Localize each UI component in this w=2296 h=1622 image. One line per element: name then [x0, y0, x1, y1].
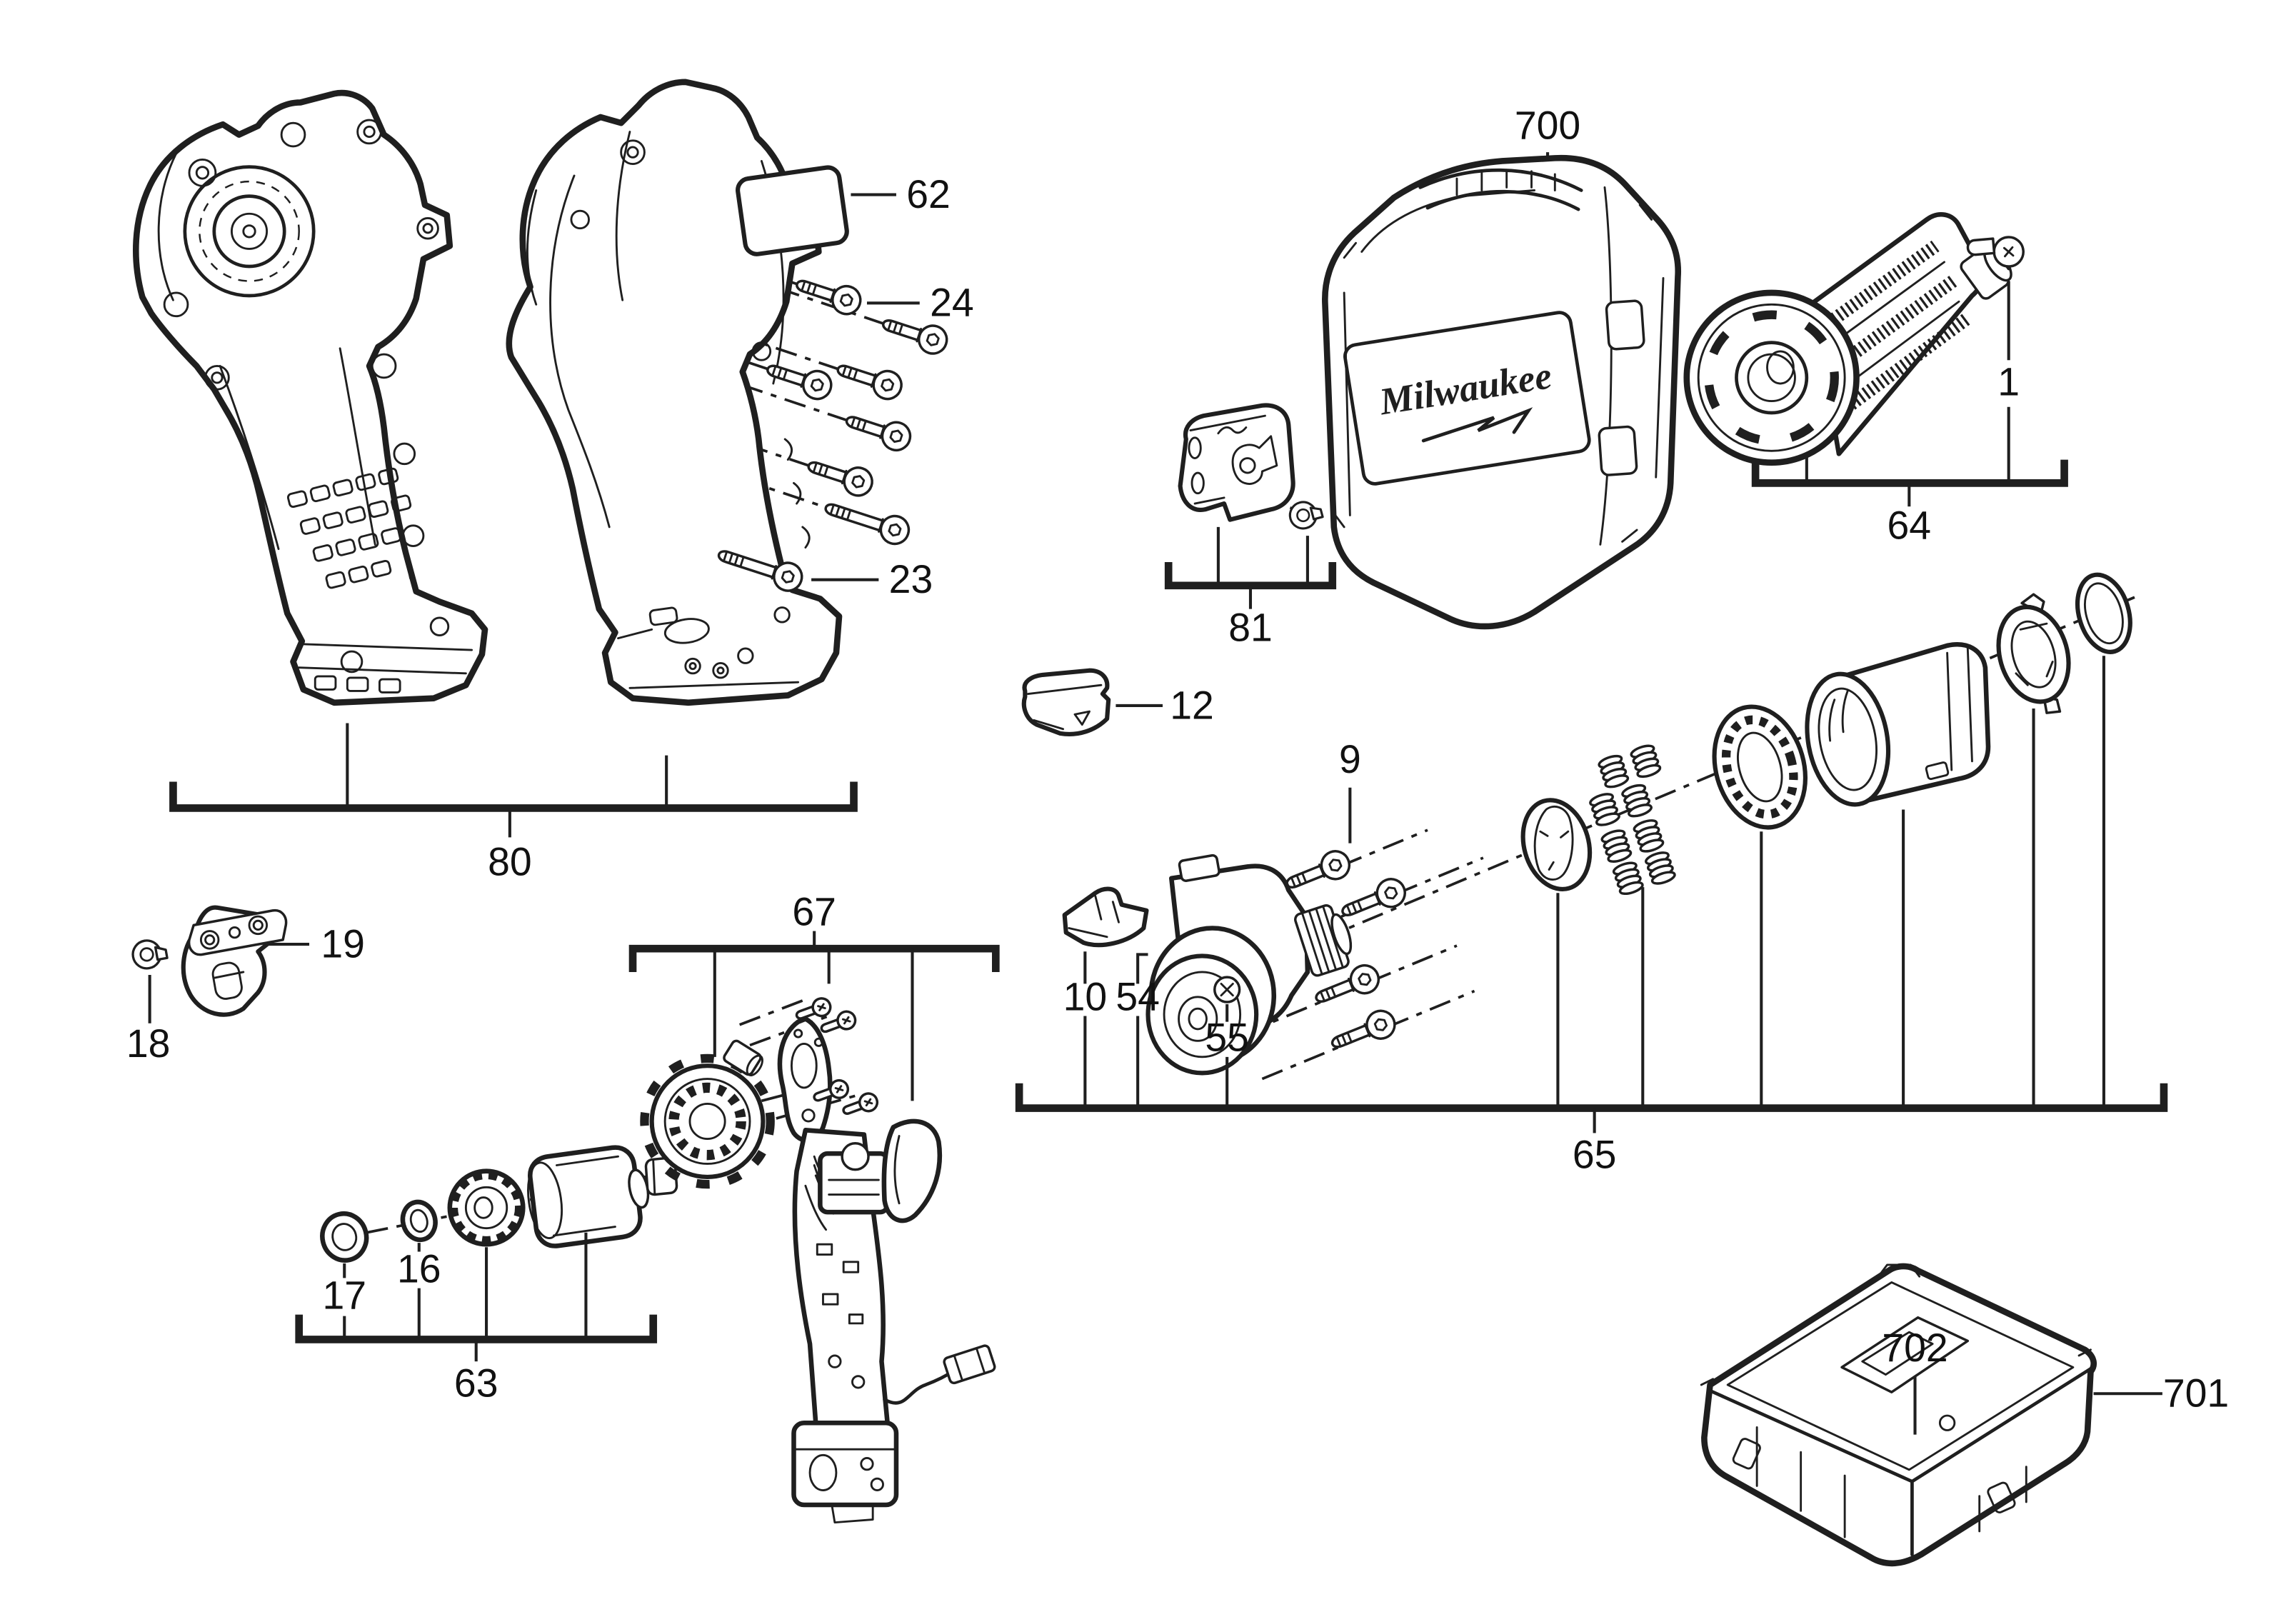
motor-stator — [640, 1039, 775, 1189]
part-label-16: 16 — [397, 1246, 441, 1291]
bit-holder-81 — [1178, 403, 1295, 522]
clutch-springs — [1588, 742, 1678, 898]
motor-group-67: 67 — [628, 889, 1000, 1524]
bracket-67 — [628, 931, 1000, 1101]
screw-9-icon — [1325, 1005, 1400, 1058]
part-label-54: 54 — [1116, 974, 1160, 1018]
part-label-80: 80 — [488, 840, 532, 884]
part-label-9: 9 — [1339, 737, 1361, 781]
screw-23-icon — [820, 493, 914, 549]
screw-81-icon — [1285, 496, 1326, 533]
part-label-23: 23 — [889, 557, 933, 601]
motor-plate — [777, 1016, 833, 1143]
retaining-plate — [1996, 593, 2071, 714]
part-label-1: 1 — [1997, 359, 2020, 404]
selector-clip-10 — [1062, 886, 1149, 948]
stack-box — [1700, 1263, 2097, 1567]
part-label-55: 55 — [1205, 1016, 1249, 1060]
ring-16 — [400, 1199, 438, 1243]
chuck-group-64: 1 64 — [1683, 212, 2068, 547]
accessory-group-81: 81 — [1164, 403, 1337, 650]
housing-group-80: 62 24 23 80 — [133, 79, 974, 884]
gearbox-54 — [1146, 853, 1353, 1076]
chuck — [1683, 212, 2017, 466]
case-group-700: 700 Milwaukee — [1322, 104, 1682, 630]
part-label-18: 18 — [126, 1021, 171, 1066]
part-label-10: 10 — [1063, 974, 1108, 1018]
part-label-17: 17 — [322, 1273, 366, 1317]
leader-1 — [1805, 281, 2010, 484]
leader-gear — [485, 1232, 588, 1340]
gear-wheel — [447, 1168, 526, 1247]
part-label-702: 702 — [1882, 1326, 1947, 1370]
gear-group-63: 17 16 63 — [295, 1145, 678, 1405]
part-label-700: 700 — [1515, 104, 1580, 148]
screw-18-icon — [129, 936, 170, 972]
belt-clip-group: 18 19 — [126, 905, 365, 1066]
part-label-24: 24 — [930, 281, 974, 325]
bracket-81 — [1164, 526, 1337, 609]
gear-case — [527, 1145, 650, 1248]
part-label-701: 701 — [2163, 1371, 2229, 1416]
belt-clip-19 — [181, 905, 288, 1017]
part-label-12: 12 — [1170, 683, 1214, 727]
brand-script-icon — [1217, 426, 1248, 435]
screw-24-icon — [841, 406, 916, 456]
label-sticker-62 — [736, 165, 849, 256]
o-ring — [2075, 572, 2132, 654]
bracket-64 — [1751, 459, 2068, 507]
housing-half-left — [133, 89, 488, 706]
part-label-67: 67 — [792, 889, 836, 933]
clip-12 — [1021, 668, 1111, 736]
part-label-64: 64 — [1888, 503, 1932, 547]
screw-9-icon — [1280, 846, 1355, 899]
part-label-65: 65 — [1573, 1133, 1617, 1177]
leaders-65-parts — [1556, 656, 2105, 1108]
bracket-80 — [169, 723, 858, 838]
part-label-81: 81 — [1228, 606, 1273, 650]
box-group-701: 702 701 — [1700, 1263, 2229, 1567]
bracket-65 — [1015, 1083, 2168, 1133]
chuck-screw-1 — [1966, 236, 2025, 268]
clutch-plate — [1712, 704, 1808, 830]
clutch-collar — [1805, 642, 1991, 807]
bracket-63 — [295, 1314, 658, 1362]
carry-case: Milwaukee — [1322, 154, 1682, 630]
part-label-63: 63 — [454, 1361, 498, 1405]
part-label-62: 62 — [906, 172, 951, 216]
trigger-switch — [818, 1118, 943, 1223]
screw-24-icon — [803, 451, 877, 501]
leader-54 — [1136, 953, 1148, 1108]
wave-washer — [1520, 798, 1593, 892]
bearing-17 — [320, 1211, 369, 1263]
part-label-19: 19 — [321, 921, 365, 966]
box-handle-recess — [1840, 1316, 1970, 1393]
gearbox-group-65: 12 9 — [1015, 572, 2168, 1177]
screw-24-icon — [832, 354, 906, 404]
screw-24-icon — [791, 269, 866, 319]
